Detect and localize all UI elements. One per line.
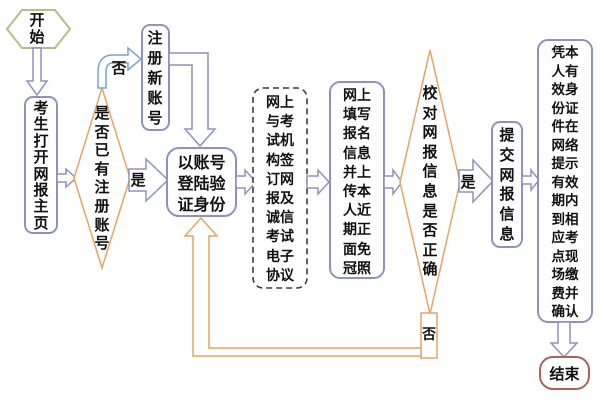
fill-info-label: 网上 填写 报名 信息 并上 传本 人近 期正 面免 冠照 (343, 88, 371, 277)
start-label: 开 始 (29, 11, 45, 46)
arrow-start-to-open-icon (25, 47, 49, 97)
end-label: 结束 (549, 365, 580, 383)
branch-no-register-label: 否 (111, 59, 127, 77)
arrow-open-to-decision-icon (56, 167, 78, 189)
arrow-agreement-to-fill-icon (306, 168, 331, 196)
arrow-no-loop-to-login-icon (183, 216, 422, 357)
branch-yes-login-label: 是 (130, 171, 146, 189)
arrow-no-to-register-icon (97, 46, 143, 89)
arrow-fill-to-verify-icon (383, 167, 403, 197)
branch-yes-submit-label: 是 (460, 173, 476, 191)
has-account-label: 是 否 已 有 注 册 账 号 (94, 104, 110, 253)
register-account-box (141, 24, 170, 131)
branch-no-loop-label: 否 (422, 327, 436, 343)
onsite-confirm-label: 凭本 人有 效身 份证 件在 网络 提示 有效 期内 到相 应考 点现 场缴 费… (551, 45, 579, 320)
arrow-yes-to-submit-icon (458, 158, 495, 204)
no-loop-label-box (420, 312, 438, 359)
sign-agreement-label: 网上 与考 试机 构签 订网 报及 诚信 考试 电子 协议 (266, 95, 294, 284)
arrow-onsite-to-end-icon (549, 321, 579, 359)
arrow-submit-to-onsite-icon (521, 167, 540, 193)
arrow-yes-to-login-icon (128, 157, 170, 203)
arrow-login-to-agreement-icon (235, 168, 258, 196)
verify-info-label: 校 对 网 报 信 息 是 否 正 确 (422, 84, 438, 279)
start-hexagon (5, 9, 72, 49)
sign-agreement-box (252, 87, 308, 289)
open-homepage-label: 考 生 打 开 网 报 主 页 (33, 99, 49, 232)
login-verify-label: 以账号 登陆验 证身份 (177, 153, 226, 214)
arrow-register-to-login-icon (168, 52, 217, 148)
register-account-label: 注 册 新 账 号 (147, 29, 163, 127)
end-box (539, 356, 590, 390)
open-homepage-box (24, 96, 58, 234)
has-account-diamond (73, 85, 131, 271)
submit-info-label: 提 交 网 报 信 息 (499, 126, 515, 243)
